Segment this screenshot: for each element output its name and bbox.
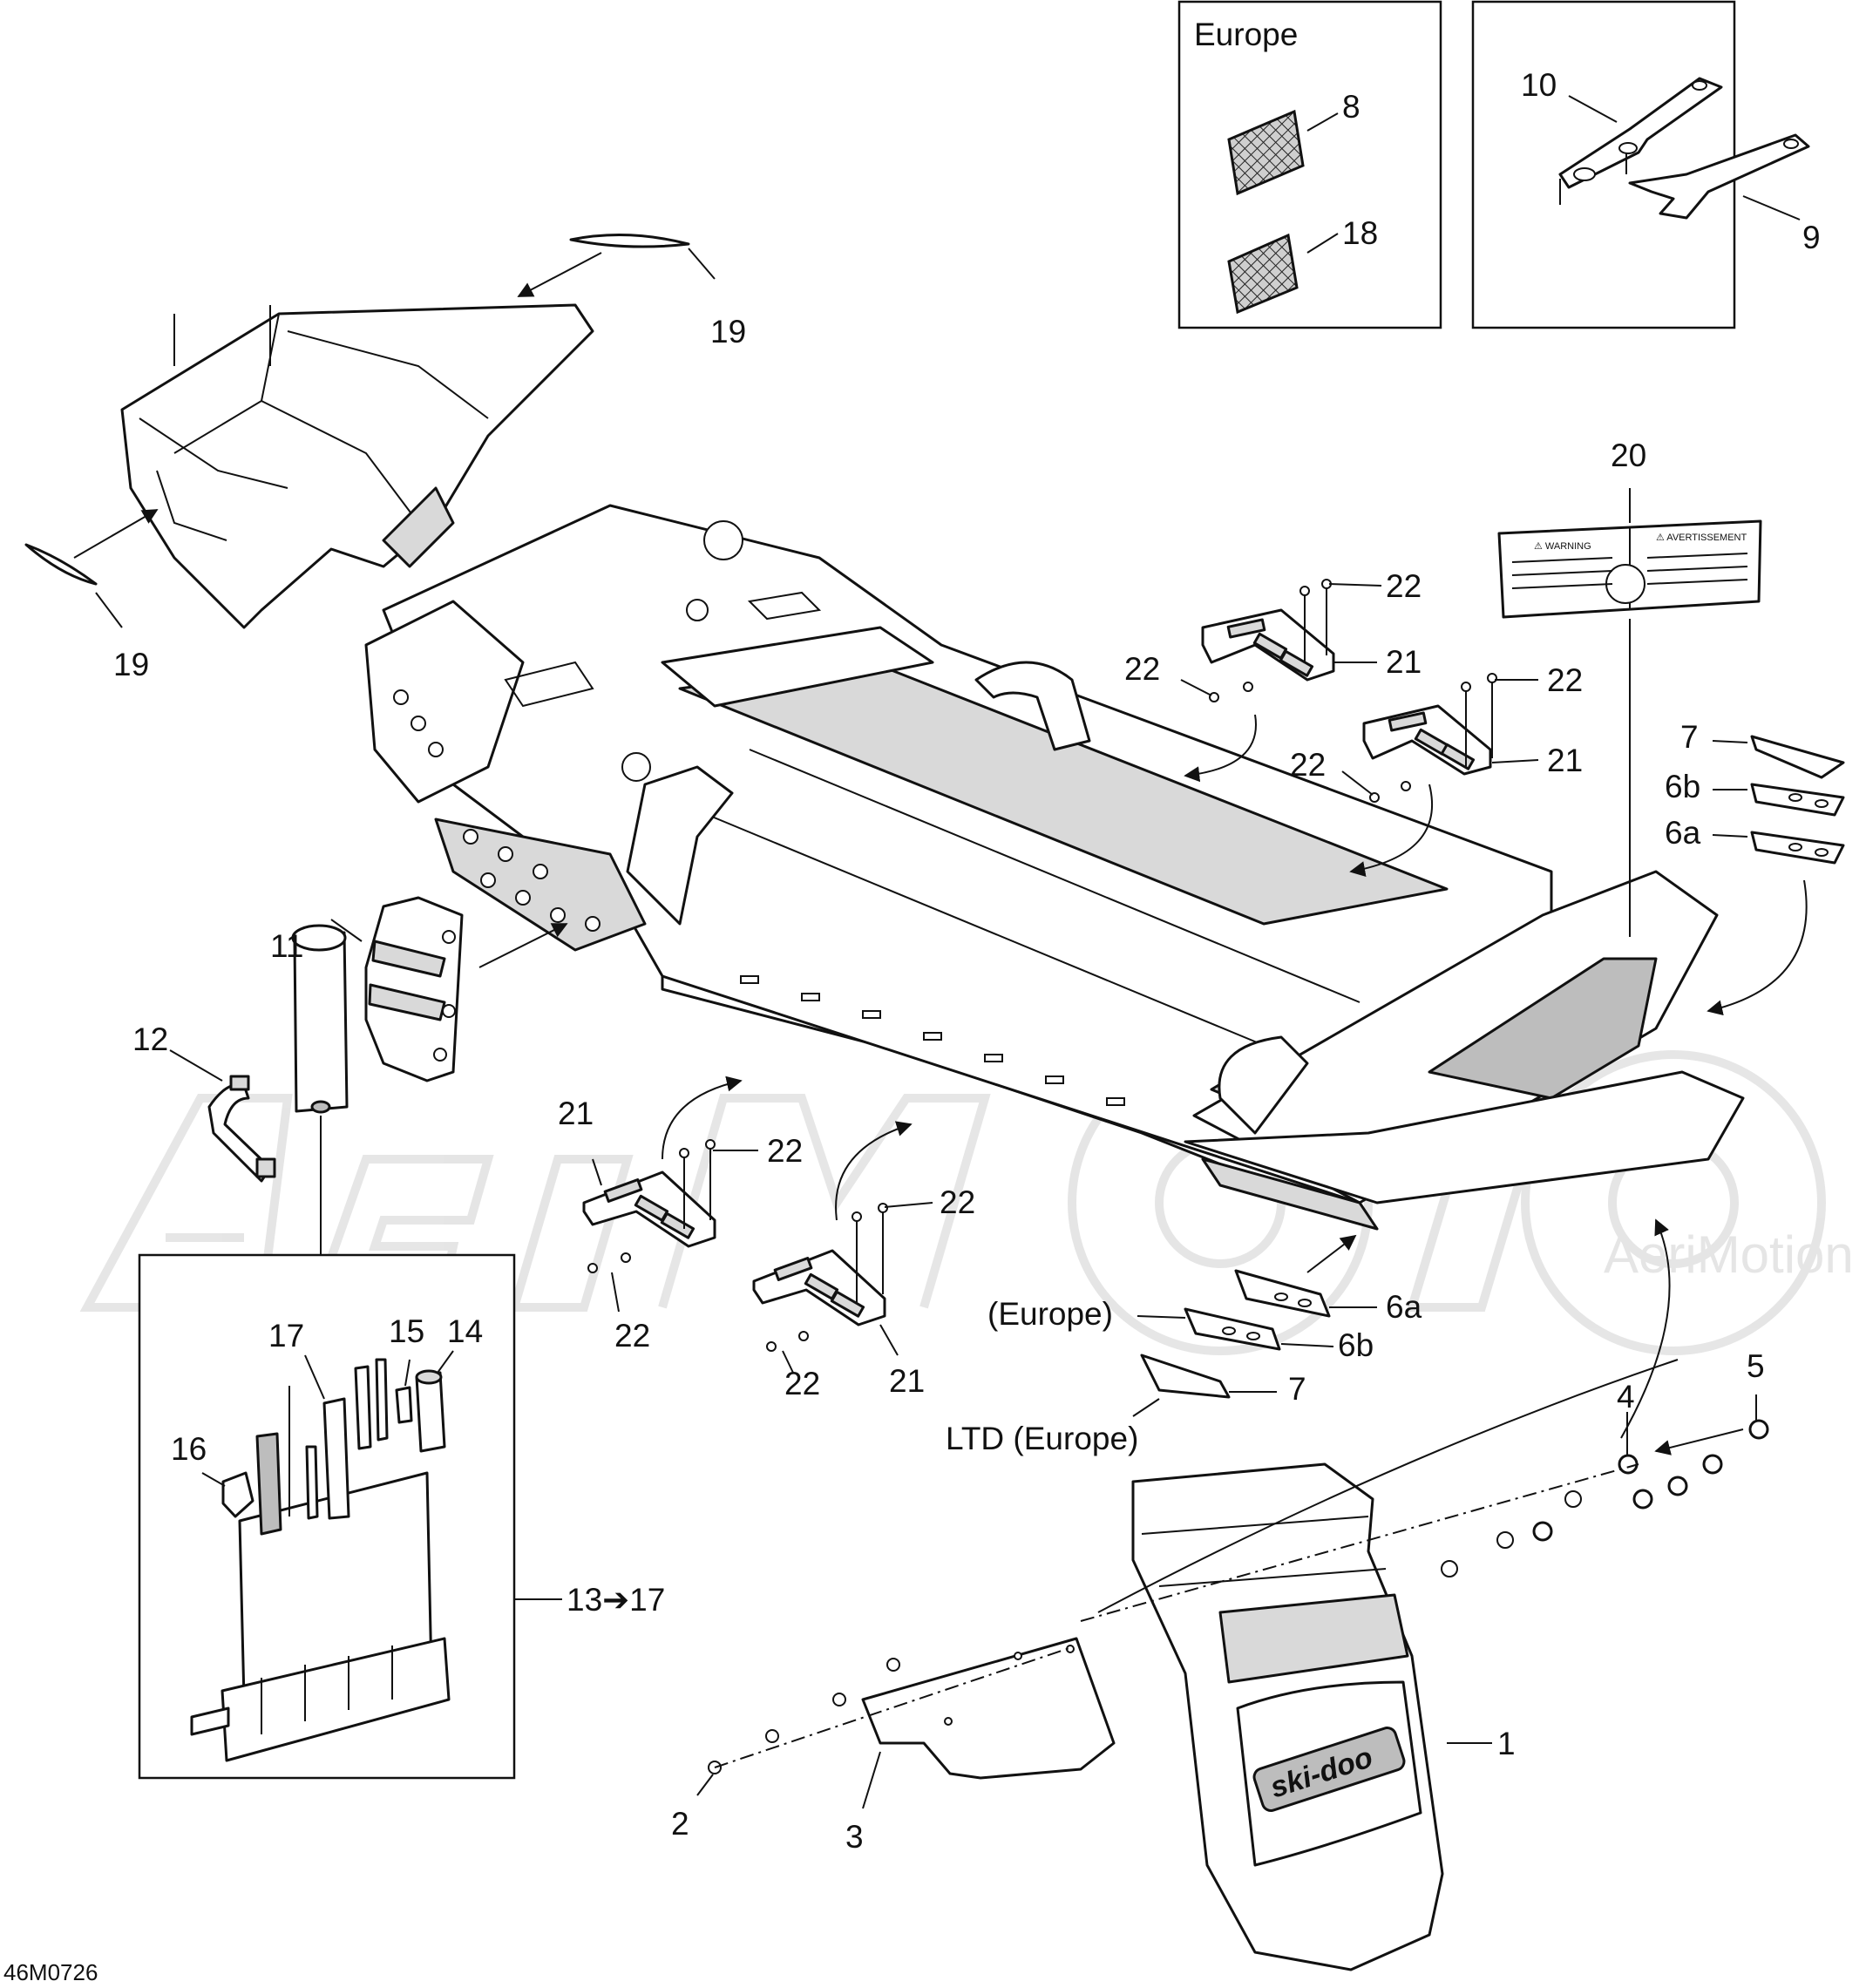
callout-16: 16 (171, 1431, 207, 1467)
decal-title-left: ⚠ WARNING (1534, 541, 1591, 552)
footrest-21-lower-a (582, 1170, 716, 1248)
callout-15: 15 (389, 1313, 424, 1349)
callout-22-e: 22 (767, 1133, 803, 1169)
callout-6b-bottom: 6b (1338, 1327, 1374, 1363)
tool-kit-box (138, 1253, 516, 1780)
screws-22 (587, 579, 1497, 1352)
callout-6b-top: 6b (1665, 769, 1700, 804)
wrench-9 (1628, 133, 1810, 220)
socket-14 (415, 1371, 446, 1453)
drawing-code: 46M0726 (3, 1959, 98, 1985)
tool-inset-box: 10 9 (1471, 0, 1821, 329)
europe-box-title: Europe (1194, 17, 1298, 52)
reflector-8 (1227, 109, 1305, 196)
callout-7-top: 7 (1680, 719, 1699, 755)
spare-plug-holder (291, 924, 349, 1114)
wrench-10 (1558, 77, 1723, 205)
callout-13-17: 13➔17 (567, 1582, 665, 1618)
callout-22-g: 22 (940, 1184, 975, 1220)
tool-bag-11 (364, 896, 464, 1082)
reflector-18 (1227, 233, 1299, 315)
belly-pan-front (120, 303, 594, 629)
callout-12: 12 (132, 1021, 168, 1057)
callout-9: 9 (1802, 220, 1821, 255)
wrench-15b (375, 1358, 389, 1442)
callout-19-left: 19 (113, 647, 149, 682)
footrest-21-upper-a (1201, 608, 1335, 682)
chassis-frame (364, 504, 1745, 1231)
callout-21-a: 21 (1386, 644, 1422, 680)
socket-17 (322, 1397, 350, 1520)
callout-5: 5 (1747, 1348, 1765, 1384)
license-plate-3 (861, 1637, 1116, 1780)
screwdriver (255, 1432, 282, 1536)
callout-7-bottom: 7 (1288, 1371, 1306, 1407)
callout-22-d: 22 (1290, 747, 1326, 783)
callout-10: 10 (1521, 67, 1557, 103)
callout-19-top: 19 (710, 314, 746, 349)
frame-holes (393, 520, 743, 932)
callout-6a-bottom: 6a (1386, 1289, 1422, 1325)
reflectors-europe (1140, 1269, 1331, 1399)
footrest-21-upper-b (1362, 704, 1492, 776)
watermark-text: AeriMotion (1604, 1225, 1854, 1284)
callout-21-d: 21 (889, 1363, 925, 1399)
warning-decal-20: ⚠ WARNING ⚠ AVERTISSEMENT (1497, 519, 1762, 619)
rail-slots (740, 975, 1125, 1106)
callout-22-f: 22 (614, 1318, 650, 1354)
wrench-15a (354, 1365, 372, 1450)
ltd-europe-note: LTD (Europe) (946, 1421, 1138, 1456)
europe-inset-box: Europe 8 18 (1177, 0, 1442, 329)
decal-title-right: ⚠ AVERTISSEMENT (1656, 533, 1747, 543)
callout-22-b: 22 (1124, 651, 1160, 687)
callout-21-b: 21 (1547, 743, 1583, 778)
callout-6a-top: 6a (1665, 815, 1701, 851)
callout-21-c: 21 (558, 1096, 594, 1131)
trim-strip-19-left (24, 543, 98, 586)
callout-22-h: 22 (784, 1366, 820, 1401)
callout-3: 3 (845, 1819, 864, 1855)
rivets (708, 1419, 1769, 1774)
strap-12 (207, 1075, 276, 1183)
callout-2: 2 (671, 1806, 689, 1842)
reflectors-rear-right (1750, 735, 1845, 865)
europe-note: (Europe) (987, 1296, 1113, 1332)
callout-17: 17 (268, 1318, 304, 1354)
callout-14: 14 (447, 1313, 483, 1349)
callout-4: 4 (1617, 1379, 1635, 1415)
clip-16 (221, 1471, 254, 1518)
callout-22-c: 22 (1547, 662, 1583, 698)
callout-8: 8 (1342, 89, 1360, 125)
trim-strip-19-top (569, 234, 690, 248)
callout-22-a: 22 (1386, 568, 1422, 604)
callout-1: 1 (1497, 1726, 1516, 1761)
snowflap-1: ski-doo (1131, 1462, 1444, 1971)
footrest-21-lower-b (752, 1249, 886, 1326)
callout-11: 11 (270, 928, 303, 964)
callout-20: 20 (1611, 438, 1646, 473)
callout-18: 18 (1342, 215, 1378, 251)
